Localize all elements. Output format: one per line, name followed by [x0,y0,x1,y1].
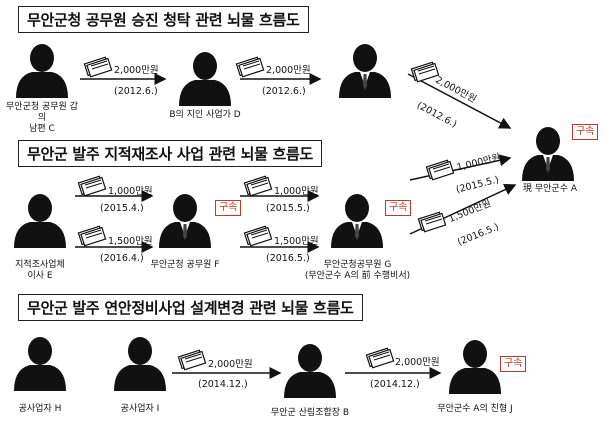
flow9-date: (2016.5.) [266,253,310,264]
flow10-date: (2014.12.) [198,379,248,390]
flow8-amount: 1,500만원 [108,236,153,247]
arrest-badge-a: 구속 [572,124,599,140]
money-icon-f5 [417,211,447,233]
label-person-e: 지적조사업체 이사 E [15,260,65,281]
label-person-h: 공사업자 H [18,404,62,414]
arrow-g-to-a-2015 [409,154,512,181]
label-person-b: 무안군 산림조합장 B [270,408,350,418]
money-icon-f4 [425,159,455,181]
flow8-date: (2016.4.) [100,253,144,264]
money-icon-f3 [410,61,440,83]
arrow-middle-to-a [407,73,512,129]
label-person-g: 무안군청공무원 G (무안군수 A의 前 수행비서) [304,260,411,281]
flow11-date: (2014.12.) [370,379,420,390]
title-coastal-bribery: 무안군 발주 연안정비사업 설계변경 관련 뇌물 흐름도 [18,294,363,321]
flow11-amount: 2,000만원 [395,357,440,368]
money-icon-f6 [77,175,107,197]
money-icon-f2 [235,56,265,78]
money-icon-f11 [365,347,395,369]
person-d-silhouette [179,52,231,106]
label-person-i: 공사업자 I [120,404,160,414]
flow9-amount: 1,500만원 [274,236,319,247]
flow2-amount: 2,000만원 [266,65,311,76]
money-icon-f8 [77,225,107,247]
person-a-silhouette [522,127,574,181]
flow1-date: (2012.6.) [114,86,158,97]
money-icon-f9 [243,225,273,247]
title-promotion-bribery: 무안군청 공무원 승진 청탁 관련 뇌물 흐름도 [18,6,309,33]
person-middle-silhouette [339,44,391,98]
person-i-silhouette [114,337,166,391]
flow7-amount: 1,000만원 [274,186,319,197]
person-b-silhouette [284,344,336,398]
person-f-silhouette [159,194,211,248]
flow10-amount: 2,000만원 [208,359,253,370]
label-person-j: 무안군수 A의 친형 J [437,404,513,414]
person-h-silhouette [14,337,66,391]
title-cadastral-bribery: 무안군 발주 지적재조사 사업 관련 뇌물 흐름도 [18,140,323,167]
person-e-silhouette [14,194,66,248]
person-j-silhouette [449,340,501,394]
flow6-amount: 1,000만원 [108,186,153,197]
label-person-f: 무안군청 공무원 F [150,260,220,270]
label-person-d: B의 지인 사업가 D [169,110,241,120]
flow7-date: (2015.5.) [266,203,310,214]
money-icon-f1 [83,56,113,78]
arrest-badge-g: 구속 [385,200,412,216]
flow1-amount: 2,000만원 [114,65,159,76]
person-c-silhouette [16,44,68,98]
arrest-badge-j: 구속 [500,356,527,372]
flow2-date: (2012.6.) [262,86,306,97]
money-icon-f10 [177,349,207,371]
flow6-date: (2015.4.) [100,203,144,214]
money-icon-f7 [243,175,273,197]
label-person-a: 現 무안군수 A [523,184,577,194]
label-person-c: 무안군청 공무원 갑의 남편 C [6,102,78,134]
person-g-silhouette [331,194,383,248]
arrest-badge-f: 구속 [215,200,242,216]
